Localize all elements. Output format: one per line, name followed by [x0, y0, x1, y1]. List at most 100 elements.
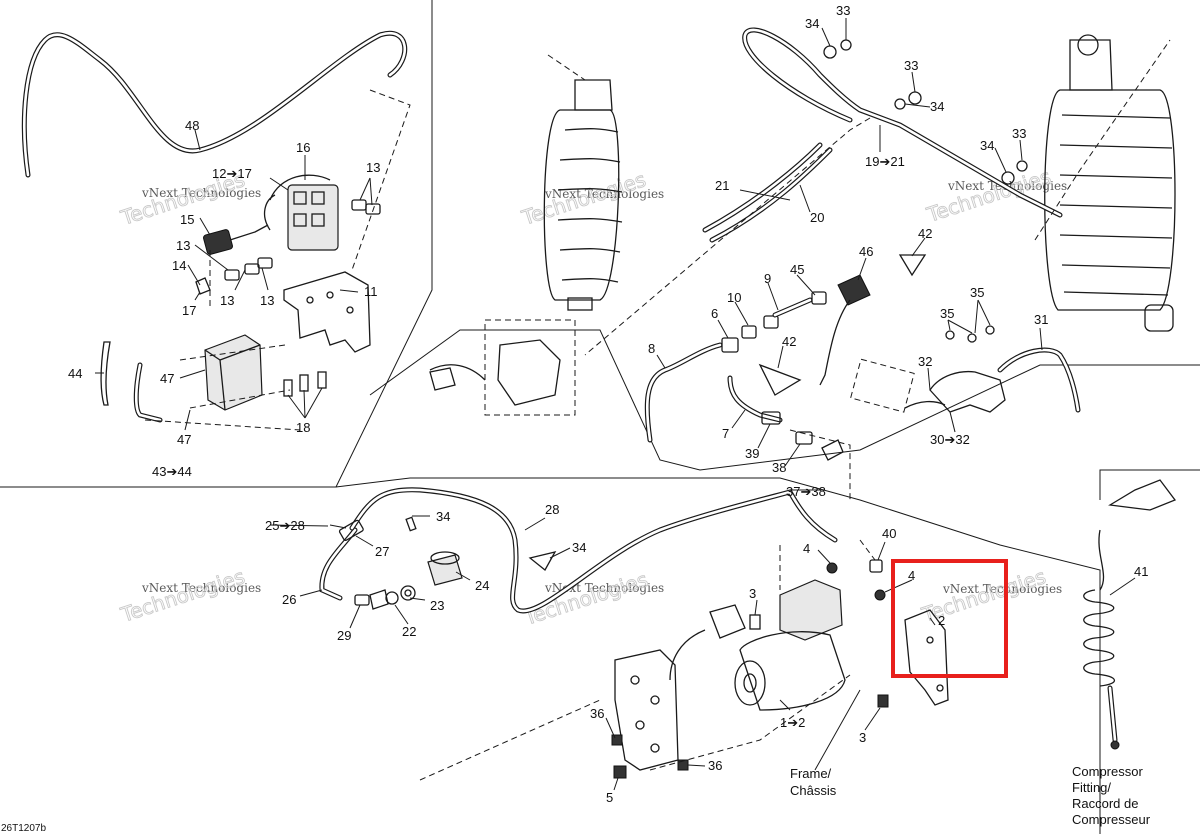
callout-28: 28 [545, 502, 559, 517]
loop-34 [528, 551, 557, 571]
watermark-text: vNext Technologies [141, 186, 261, 200]
callout-26: 26 [282, 592, 296, 607]
callout-43-44: 43➔44 [152, 464, 192, 479]
callout-4: 4 [908, 568, 915, 583]
callout-27: 27 [375, 544, 389, 559]
callout-17: 17 [182, 303, 196, 318]
module-47 [204, 334, 263, 411]
dashed-guides-tm [547, 39, 1171, 356]
callout-6: 6 [711, 306, 718, 321]
frame-bracket [611, 649, 689, 779]
hose-8 [644, 342, 723, 443]
callout-19-21: 19➔21 [865, 154, 905, 169]
callout-7: 7 [722, 426, 729, 441]
callout-4: 4 [803, 541, 810, 556]
dashed-guides-lower [419, 539, 876, 781]
sensor-46 [819, 274, 871, 386]
callout-5: 5 [606, 790, 613, 805]
callout-29: 29 [337, 628, 351, 643]
callout-34: 34 [805, 16, 819, 31]
callout-9: 9 [764, 271, 771, 286]
bracket-11 [283, 271, 371, 353]
watermark-text: vNext Technologies [544, 187, 664, 201]
frame-label-line2: Châssis [790, 783, 837, 798]
callout-42: 42 [918, 226, 932, 241]
dashed-guides-tl [144, 89, 411, 431]
callout-48: 48 [185, 118, 199, 133]
callout-20: 20 [810, 210, 824, 225]
watermark-logo: Technologies [117, 564, 248, 627]
callout-10: 10 [727, 290, 741, 305]
callout-13: 13 [260, 293, 274, 308]
fittings-6-10 [721, 291, 827, 353]
compressor-1-2 [669, 579, 846, 711]
callout-35: 35 [970, 285, 984, 300]
callout-47: 47 [177, 432, 191, 447]
callout-24: 24 [475, 578, 489, 593]
valve-block-16 [263, 174, 339, 251]
hose-7 [727, 375, 783, 423]
hose-26-28 [319, 487, 838, 614]
callout-38: 38 [772, 460, 786, 475]
nuts-3-4-40 [749, 559, 889, 708]
hose-48 [21, 30, 408, 178]
callout-41: 41 [1134, 564, 1148, 579]
callout-25-28: 25➔28 [265, 518, 305, 533]
loop-42 [758, 254, 927, 396]
fittings-37-39 [761, 411, 851, 500]
callout-46: 46 [859, 244, 873, 259]
callout-42: 42 [782, 334, 796, 349]
callout-18: 18 [296, 420, 310, 435]
hose-19-21 [742, 27, 1063, 218]
callout-34: 34 [572, 540, 586, 555]
connector-15 [203, 224, 269, 255]
callout-12-17: 12➔17 [212, 166, 252, 181]
callout-33: 33 [904, 58, 918, 73]
caps-33-34 [823, 39, 1028, 185]
callout-32: 32 [918, 354, 932, 369]
callout-22: 22 [402, 624, 416, 639]
callout-21: 21 [715, 178, 729, 193]
callout-31: 31 [1034, 312, 1048, 327]
callout-2: 2 [938, 613, 945, 628]
callout-15: 15 [180, 212, 194, 227]
callout-45: 45 [790, 262, 804, 277]
frame-label-line1: Frame/ [790, 766, 832, 781]
callout-35: 35 [940, 306, 954, 321]
callout-47: 47 [160, 371, 174, 386]
compressor-label-line3: Raccord de [1072, 796, 1138, 811]
clip-44 [100, 341, 111, 406]
bracket-30-32 [850, 325, 1006, 413]
watermark-text: vNext Technologies [942, 582, 1062, 596]
callout-34: 34 [930, 99, 944, 114]
fittings-22-29 [338, 516, 417, 610]
compressor-label-line2: Fitting/ [1072, 780, 1111, 795]
callout-13: 13 [220, 293, 234, 308]
callout-labels: 48 16 12➔17 13 15 13 14 17 13 13 11 44 4… [68, 3, 1148, 805]
hose-31 [997, 347, 1081, 413]
callout-34: 34 [436, 509, 450, 524]
coil-hose-41 [1083, 479, 1177, 750]
callout-34: 34 [980, 138, 994, 153]
callout-44: 44 [68, 366, 82, 381]
hose-43 [133, 362, 163, 423]
callout-14: 14 [172, 258, 186, 273]
callout-33: 33 [1012, 126, 1026, 141]
callout-13: 13 [366, 160, 380, 175]
callout-3: 3 [749, 586, 756, 601]
callout-36: 36 [708, 758, 722, 773]
callout-11: 11 [364, 284, 378, 299]
callout-3: 3 [859, 730, 866, 745]
hose-20-21 [702, 142, 833, 243]
callout-30-32: 30➔32 [930, 432, 970, 447]
callout-23: 23 [430, 598, 444, 613]
callout-36: 36 [590, 706, 604, 721]
shock-right [1044, 34, 1176, 332]
watermark-text: vNext Technologies [141, 581, 261, 595]
thumbnail-assembly [429, 319, 576, 416]
leader-lines [95, 18, 1136, 791]
callout-8: 8 [648, 341, 655, 356]
notes: Frame/ Châssis Compressor Fitting/ Racco… [1, 764, 1151, 834]
